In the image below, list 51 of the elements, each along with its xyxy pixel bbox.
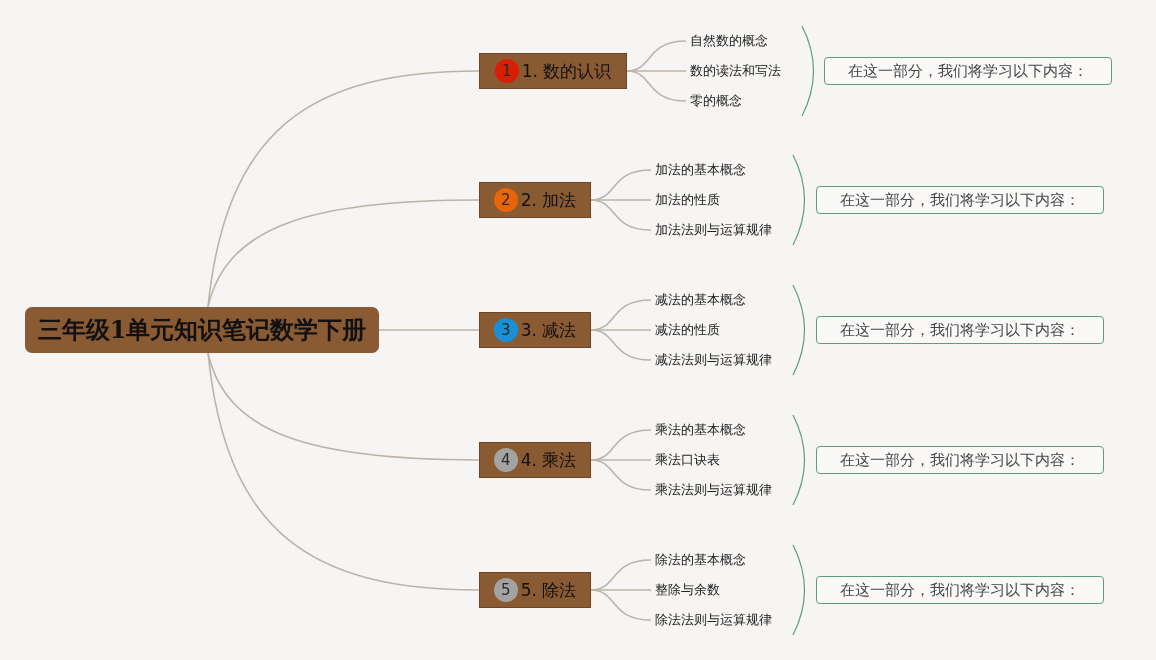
subtopic-text: 除法的基本概念 — [655, 551, 746, 569]
topic-box — [479, 312, 591, 348]
topic-box — [479, 572, 591, 608]
subtopic-text: 加法法则与运算规律 — [655, 221, 772, 239]
summary-box — [816, 186, 1104, 214]
number-badge: 2 — [493, 188, 518, 212]
number-badge: 5 — [493, 578, 518, 602]
topic-box — [479, 182, 591, 218]
connector-line — [207, 352, 480, 591]
central-topic-box — [25, 307, 379, 353]
subtopic-text: 数的读法和写法 — [690, 62, 781, 80]
topic-label: 三年级1单元知识笔记数学下册 — [37, 314, 367, 346]
subtopic-text: 减法的性质 — [655, 321, 720, 339]
subtopic-text: 整除与余数 — [655, 581, 720, 599]
summary-text: 在这一部分，我们将学习以下内容： — [840, 320, 1080, 340]
number-badge: 4 — [493, 448, 518, 472]
summary-text: 在这一部分，我们将学习以下内容： — [840, 190, 1080, 210]
connector-line — [590, 459, 652, 491]
connector-line — [378, 329, 480, 331]
connector-line — [626, 70, 687, 102]
connector-line — [590, 329, 652, 361]
topic-box — [479, 53, 627, 89]
subtopic-text: 自然数的概念 — [690, 32, 768, 50]
subtopic-text: 除法法则与运算规律 — [655, 611, 772, 629]
summary-text: 在这一部分，我们将学习以下内容： — [848, 61, 1088, 81]
subtopic-text: 乘法口诀表 — [655, 451, 720, 469]
summary-box — [824, 57, 1112, 85]
summary-text: 在这一部分，我们将学习以下内容： — [840, 580, 1080, 600]
subtopic-text: 乘法法则与运算规律 — [655, 481, 772, 499]
summary-box — [816, 446, 1104, 474]
topic-label: 1. 数的认识 — [521, 59, 612, 83]
summary-box — [816, 316, 1104, 344]
connector-line — [207, 199, 480, 308]
subtopic-text: 加法的基本概念 — [655, 161, 746, 179]
connector-line — [590, 199, 652, 231]
subtopic-text: 零的概念 — [690, 92, 742, 110]
subtopic-text: 减法法则与运算规律 — [655, 351, 772, 369]
subtopic-text: 减法的基本概念 — [655, 291, 746, 309]
topic-label: 4. 乘法 — [520, 448, 577, 472]
number-badge: 3 — [493, 318, 518, 342]
subtopic-text: 乘法的基本概念 — [655, 421, 746, 439]
number-badge: 1 — [494, 59, 519, 83]
topic-label: 5. 除法 — [520, 578, 577, 602]
connector-line — [590, 589, 652, 621]
subtopic-text: 加法的性质 — [655, 191, 720, 209]
topic-label: 3. 减法 — [520, 318, 577, 342]
summary-text: 在这一部分，我们将学习以下内容： — [840, 450, 1080, 470]
topic-box — [479, 442, 591, 478]
summary-box — [816, 576, 1104, 604]
topic-label: 2. 加法 — [520, 188, 577, 212]
connector-line — [207, 70, 480, 308]
